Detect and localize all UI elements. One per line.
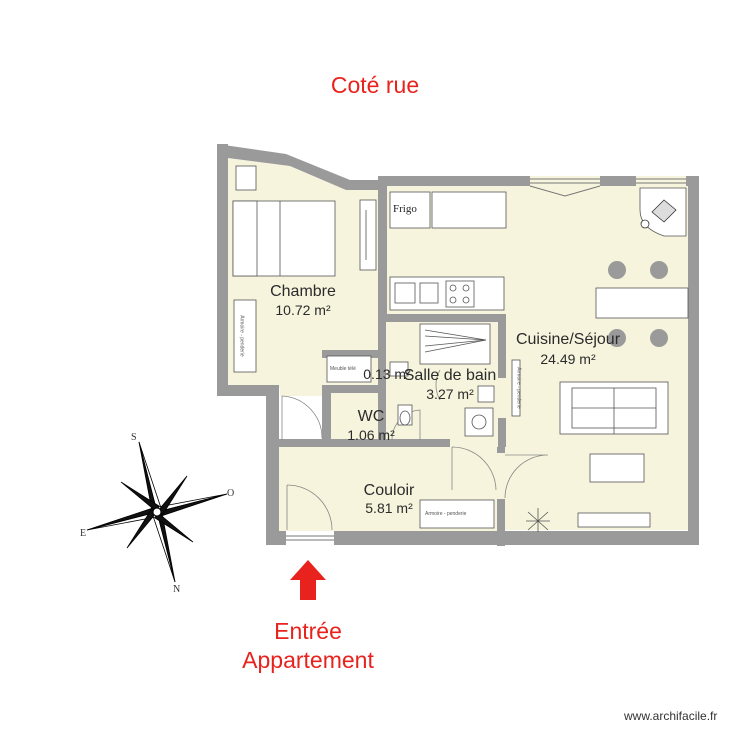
meuble-placard bbox=[326, 355, 372, 383]
placard-box bbox=[389, 361, 409, 377]
wall-right bbox=[688, 176, 699, 545]
tv-furniture-label: Meuble télé bbox=[330, 366, 356, 372]
wall-placard-top bbox=[322, 350, 386, 358]
desk bbox=[359, 199, 377, 271]
wardrobe-chambre-label: Armoire - penderie bbox=[238, 315, 245, 357]
sink bbox=[394, 282, 416, 304]
stool bbox=[650, 329, 668, 347]
fridge-label: Frigo bbox=[393, 203, 417, 215]
entrance-label-line2: Appartement bbox=[242, 647, 374, 673]
wardrobe-sdb-label: Armoire - penderie bbox=[515, 367, 522, 409]
burner bbox=[462, 296, 470, 304]
openings bbox=[280, 176, 686, 545]
wardrobe-chambre bbox=[233, 299, 257, 373]
stool bbox=[650, 261, 668, 279]
compass-letter-o: O bbox=[227, 488, 235, 499]
wall-wc-top bbox=[322, 385, 386, 393]
wall-couloir-top bbox=[266, 439, 506, 447]
bathtub bbox=[419, 323, 491, 365]
room-name-couloir: Couloir bbox=[363, 482, 415, 499]
bar-table bbox=[595, 287, 689, 319]
credit-link[interactable]: www.archifacile.fr bbox=[624, 709, 718, 723]
washing-machine bbox=[477, 385, 495, 403]
room-area-placard: 0.13 m² bbox=[363, 366, 411, 382]
burner bbox=[449, 284, 457, 292]
wall-wc-left bbox=[322, 385, 331, 447]
windows bbox=[286, 178, 686, 541]
room-area-couloir: 5.81 m² bbox=[365, 500, 413, 516]
room-area-cuisine: 24.49 m² bbox=[540, 351, 596, 367]
entrance-label-line1: Entrée bbox=[274, 618, 342, 644]
wall-left bbox=[217, 144, 228, 396]
plant bbox=[526, 508, 550, 532]
compass-letter-s: S bbox=[131, 432, 137, 443]
room-name-wc: WC bbox=[357, 408, 385, 425]
room-area-chambre: 10.72 m² bbox=[275, 302, 331, 318]
street-side-label: Coté rue bbox=[330, 72, 420, 98]
wall-sdb-left bbox=[378, 320, 386, 446]
washbasin bbox=[464, 407, 494, 437]
stove bbox=[445, 280, 475, 308]
room-name-cuisine: Cuisine/Séjour bbox=[515, 331, 621, 348]
room-name-sdb: Salle de bain bbox=[403, 367, 497, 384]
wall-chambre-bottom bbox=[217, 385, 277, 396]
coffee-table bbox=[589, 453, 645, 483]
room-area-wc: 1.06 m² bbox=[347, 427, 395, 443]
wall-chambre-cuisine bbox=[378, 186, 387, 320]
room-name-chambre: Chambre bbox=[270, 283, 336, 300]
tv-unit bbox=[577, 512, 651, 528]
counter bbox=[431, 191, 507, 229]
burner bbox=[449, 296, 457, 304]
wall-couloir-left bbox=[266, 385, 279, 545]
wardrobe-couloir bbox=[419, 499, 495, 529]
fridge bbox=[389, 191, 431, 229]
bed-pillow bbox=[232, 200, 258, 277]
stool bbox=[608, 329, 626, 347]
entrance-arrow-icon bbox=[290, 560, 326, 600]
stool bbox=[608, 261, 626, 279]
wardrobe-couloir-label: Armoire - penderie bbox=[425, 511, 467, 517]
compass-letter-n: N bbox=[173, 584, 181, 595]
wall-sdb-top bbox=[378, 314, 506, 322]
wall-bottom bbox=[266, 531, 699, 545]
nightstand bbox=[235, 165, 257, 191]
laptop-icon bbox=[640, 199, 677, 229]
compass-icon bbox=[86, 441, 228, 583]
burner bbox=[462, 284, 470, 292]
sdb-cabinet bbox=[511, 359, 521, 417]
sink-2 bbox=[419, 282, 439, 304]
room-area-sdb: 3.27 m² bbox=[426, 386, 474, 402]
compass-letter-e: E bbox=[80, 528, 87, 539]
